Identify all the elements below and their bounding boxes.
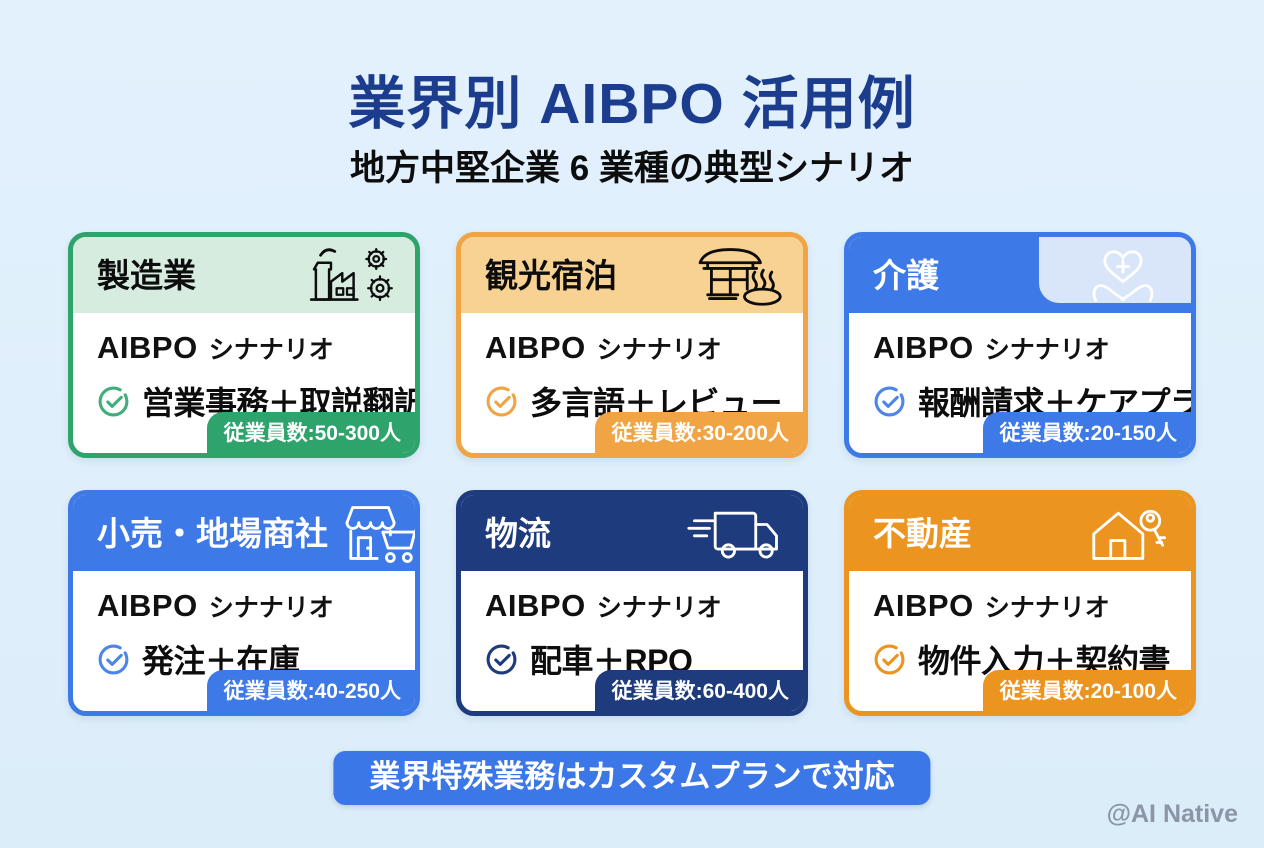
card-header: 物流 [461,495,803,571]
industry-title: 不動産 [873,514,972,552]
card-header: 観光宿泊 [461,237,803,313]
check-circle-icon [873,385,906,418]
check-circle-icon [97,385,130,418]
card-header: 製造業 [73,237,415,313]
scenario-heading: AIBPO シナナリオ [873,588,1169,624]
check-circle-icon [97,643,130,676]
ryokan-onsen-icon [683,242,787,308]
employee-count-badge: 従業員数:30-200人 [594,412,803,453]
industry-card-grid: 製造業 [68,232,1196,716]
card-body: AIBPO シナナリオ 発注＋在庫 [73,571,415,682]
employee-count-badge: 従業員数:50-300人 [206,412,415,453]
scenario-heading: AIBPO シナナリオ [485,588,781,624]
employee-count-badge: 従業員数:40-250人 [206,670,415,711]
truck-icon [683,500,787,566]
employee-count-badge: 従業員数:20-150人 [982,412,1191,453]
card-real-estate: 不動産 AIBPO シナナリオ [844,490,1196,716]
card-header: 不動産 [849,495,1191,571]
industry-title: 観光宿泊 [485,256,617,294]
scenario-heading: AIBPO シナナリオ [485,330,781,366]
scenario-heading-ja: シナナリオ [208,594,334,622]
check-circle-icon [485,643,518,676]
scenario-heading-en: AIBPO [485,588,586,623]
scenario-heading-en: AIBPO [97,330,198,365]
scenario-heading-en: AIBPO [485,330,586,365]
scenario-heading-en: AIBPO [97,588,198,623]
card-body: AIBPO シナナリオ 多言語＋レビュー [461,313,803,424]
employee-count-badge: 従業員数:60-400人 [594,670,803,711]
check-circle-icon [873,643,906,676]
card-logistics: 物流 AIBPO シナナリオ [456,490,808,716]
employee-count-badge: 従業員数:20-100人 [982,670,1191,711]
card-nursing-care: 介護 AIBPO シナナリオ [844,232,1196,458]
scenario-heading-ja: シナナリオ [596,336,722,364]
card-body: AIBPO シナナリオ 報酬請求＋ケアプラン [849,313,1191,424]
heart-hands-icon [1071,242,1175,308]
page-title: 業界別 AIBPO 活用例 [348,72,916,136]
custom-plan-note: 業界特殊業務はカスタムプランで対応 [333,751,931,805]
card-header: 介護 [849,237,1191,313]
industry-title: 物流 [485,514,551,552]
scenario-heading-ja: シナナリオ [208,336,334,364]
card-body: AIBPO シナナリオ 配車＋RPO [461,571,803,682]
scenario-heading-ja: シナナリオ [596,594,722,622]
card-manufacturing: 製造業 [68,232,420,458]
storefront-cart-icon [328,500,415,566]
watermark: @AI Native [1106,800,1238,828]
industry-title: 製造業 [97,256,196,294]
scenario-heading-ja: シナナリオ [984,594,1110,622]
industry-title: 小売・地場商社 [97,514,328,552]
house-key-icon [1071,500,1175,566]
scenario-heading: AIBPO シナナリオ [97,588,393,624]
industry-title: 介護 [873,256,939,294]
card-retail: 小売・地場商社 [68,490,420,716]
card-body: AIBPO シナナリオ 物件入力＋契約書 [849,571,1191,682]
card-header: 小売・地場商社 [73,495,415,571]
scenario-heading-en: AIBPO [873,588,974,623]
scenario-heading: AIBPO シナナリオ [873,330,1169,366]
card-body: AIBPO シナナリオ 営業事務＋取説翻訳 [73,313,415,424]
scenario-heading-ja: シナナリオ [984,336,1110,364]
page-subtitle: 地方中堅企業 6 業種の典型シナリオ [350,149,914,188]
factory-gears-icon [295,242,399,308]
scenario-heading: AIBPO シナナリオ [97,330,393,366]
check-circle-icon [485,385,518,418]
card-tourism: 観光宿泊 [456,232,808,458]
scenario-heading-en: AIBPO [873,330,974,365]
